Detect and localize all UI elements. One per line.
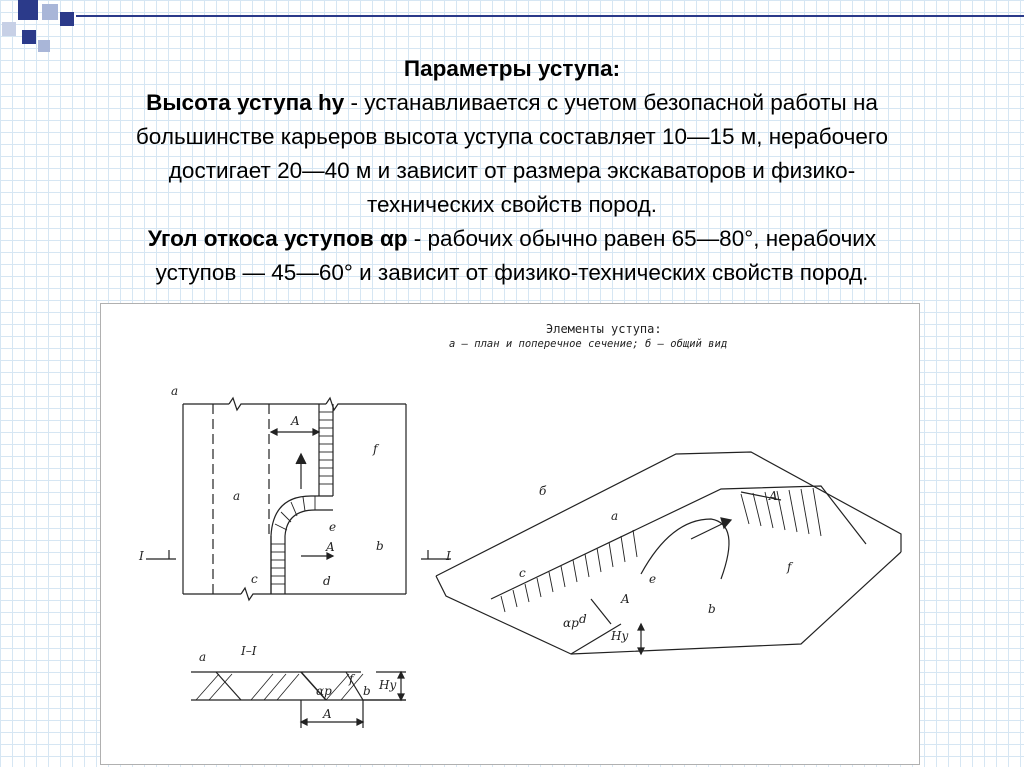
label-A-section: A (323, 707, 332, 721)
label-f-general: f (787, 560, 792, 574)
label-A-general-1: A (769, 489, 778, 503)
label-b-general: b (708, 602, 716, 616)
angle-text-1: - рабочих обычно равен 65—80°, нерабочих (407, 226, 877, 251)
figure-subtitle: а — план и поперечное сечение; б — общий… (449, 338, 728, 350)
label-A-mid: A (326, 540, 335, 554)
angle-term: Угол откоса уступов αр (147, 226, 408, 251)
height-term: Высота уступа hу (146, 90, 345, 115)
angle-text-2: уступов — 45—60° и зависит от физико-тех… (155, 260, 869, 285)
label-d-general: d (579, 612, 587, 626)
plan-view (146, 396, 451, 602)
label-d-plan: d (323, 574, 331, 588)
figure-title: Элементы уступа: (546, 322, 662, 336)
bench-elements-figure: Элементы уступа: а — план и поперечное с… (100, 303, 920, 765)
label-I-right: I (446, 549, 451, 563)
label-e-general: e (649, 572, 657, 586)
label-section: I–I (241, 644, 257, 658)
label-panel-b: б (539, 484, 547, 498)
label-c-plan: c (251, 572, 258, 586)
label-alpha-section: αp (316, 684, 332, 698)
label-c-general: c (519, 566, 526, 580)
label-f-section: f (349, 672, 354, 686)
corner-square-dark-1 (18, 0, 38, 20)
corner-square-dark-2 (60, 12, 74, 26)
corner-square-light-1 (42, 4, 58, 20)
height-text-2: большинстве карьеров высота уступа соста… (135, 124, 889, 149)
label-A-general-2: A (621, 592, 630, 606)
label-a-plan: a (233, 489, 241, 503)
label-a-general: a (611, 509, 619, 523)
height-text-1: - устанавливается с учетом безопасной ра… (344, 90, 878, 115)
label-alpha-general: αp (563, 616, 579, 630)
label-a-section: a (199, 650, 207, 664)
heading: Параметры уступа: (403, 56, 621, 81)
slide-text: Параметры уступа: Высота уступа hу - уст… (20, 52, 1004, 290)
cross-section (191, 670, 406, 728)
label-panel-a: а (171, 384, 179, 398)
label-e-plan: e (329, 520, 337, 534)
label-hy-general: Hy (611, 629, 629, 643)
bench-drawing (146, 396, 902, 728)
label-b-section: b (363, 684, 371, 698)
height-text-4: технических свойств пород. (366, 192, 658, 217)
label-f-plan: f (373, 442, 378, 456)
label-hy-section: Hy (379, 678, 397, 692)
height-text-3: достигает 20—40 м и зависит от размера э… (168, 158, 856, 183)
header-rule (76, 15, 1024, 17)
corner-square-light-2 (2, 22, 16, 36)
label-I-left: I (139, 549, 144, 563)
label-b-plan: b (376, 539, 384, 553)
label-A-top: A (291, 414, 300, 428)
corner-square-dark-3 (22, 30, 36, 44)
corner-square-light-3 (38, 40, 50, 52)
general-view (435, 451, 902, 656)
